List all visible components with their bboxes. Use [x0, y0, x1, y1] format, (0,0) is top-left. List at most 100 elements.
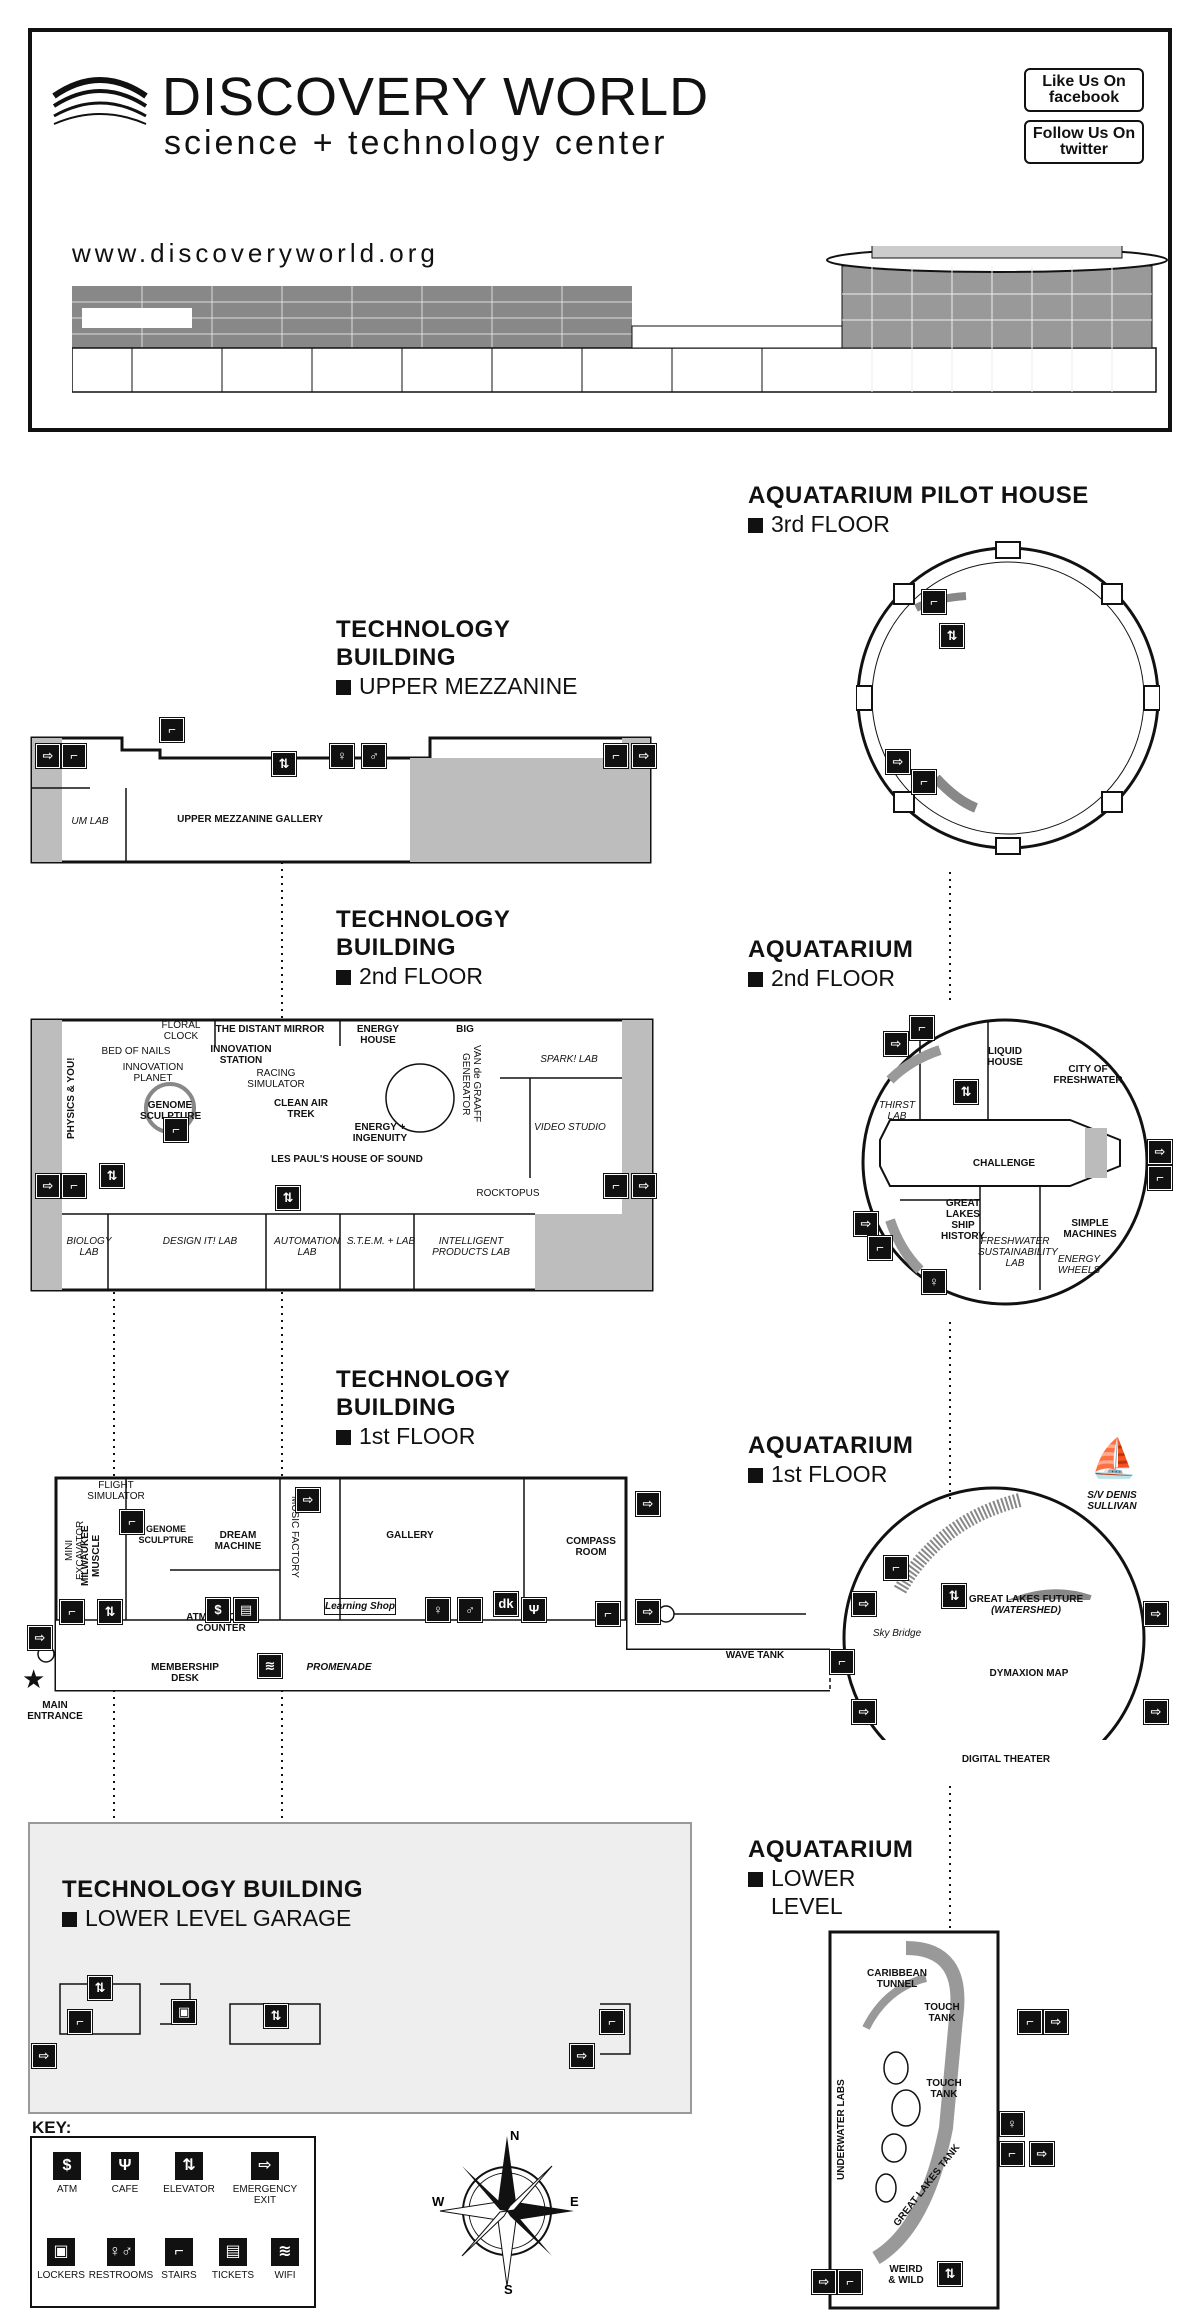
- van-de-graaff-label: VAN de GRAAFF GENERATOR: [460, 1045, 482, 1123]
- tech-1st-heading: TECHNOLOGY BUILDING 1st FLOOR: [336, 1366, 511, 1449]
- compass-room-label: COMPASS ROOM: [566, 1536, 616, 1558]
- stairs-icon: ⌐: [868, 1236, 892, 1260]
- tech-upper-heading: TECHNOLOGY BUILDING UPPER MEZZANINE: [336, 616, 578, 699]
- sky-bridge-label: Sky Bridge: [872, 1628, 922, 1639]
- restroom-icon: ♂: [362, 744, 386, 768]
- learning-shop-label: Learning Shop: [324, 1598, 396, 1615]
- exit-icon: ⇨: [852, 1592, 876, 1616]
- garage-panel: TECHNOLOGY BUILDING LOWER LEVEL GARAGE ⇅…: [28, 1822, 692, 2114]
- stairs-icon: ⌐: [164, 1118, 188, 1142]
- cafe-icon: Ψ: [111, 2152, 139, 2180]
- compass-s: S: [504, 2282, 513, 2296]
- stairs-icon: ⌐: [604, 744, 628, 768]
- stairs-icon: ⌐: [165, 2238, 193, 2266]
- stairs-icon: ⌐: [120, 1510, 144, 1534]
- stairs-icon: ⌐: [60, 1600, 84, 1624]
- stairs-icon: ⌐: [910, 1016, 934, 1040]
- facebook-link[interactable]: Like Us On facebook: [1024, 68, 1144, 112]
- physics-label: PHYSICS & YOU!: [66, 1057, 77, 1139]
- aq-lower-heading: AQUATARIUM LOWER LEVEL: [748, 1836, 914, 1919]
- key-item-exit: ⇨EMERGENCY EXIT: [228, 2152, 302, 2206]
- exit-icon: ⇨: [886, 750, 910, 774]
- tickets-icon: ▤: [219, 2238, 247, 2266]
- underwater-labs-label: UNDERWATER LABS: [836, 2079, 847, 2181]
- les-paul-label: LES PAUL'S HOUSE OF SOUND: [271, 1154, 423, 1165]
- video-studio-label: VIDEO STUDIO: [534, 1122, 606, 1133]
- tech-2nd-floor-plan: [30, 1018, 654, 1292]
- main-entrance-star-icon: ★: [22, 1664, 46, 1694]
- aq1-seating: [893, 1493, 1092, 1600]
- website-link[interactable]: www.discoveryworld.org: [72, 238, 439, 268]
- exit-icon: ⇨: [1044, 2010, 1068, 2034]
- elevator-icon: ⇅: [100, 1164, 124, 1188]
- atm-icon: $: [53, 2152, 81, 2180]
- exit-icon: ⇨: [854, 1212, 878, 1236]
- aq-2nd-floor-plan: [861, 1018, 1149, 1306]
- promenade-label: PROMENADE: [306, 1662, 372, 1673]
- design-it-lab-label: DESIGN IT! LAB: [162, 1236, 238, 1247]
- stairs-icon: ⌐: [912, 770, 936, 794]
- music-factory-label: MUSIC FACTORY: [289, 1496, 300, 1578]
- energy-wheels-label: ENERGY WHEELS: [1057, 1254, 1101, 1276]
- elevator-icon: ⇅: [264, 2004, 288, 2028]
- racing-simulator-label: RACING SIMULATOR: [247, 1068, 305, 1090]
- gallery-label: GALLERY: [386, 1530, 434, 1541]
- ship-history-label: GREAT LAKES SHIP HISTORY: [941, 1198, 985, 1242]
- restroom-icon: ♀♂: [107, 2238, 135, 2266]
- stem-lab-label: S.T.E.M. + LAB: [346, 1236, 416, 1247]
- stairs-icon: ⌐: [884, 1556, 908, 1580]
- elevator-icon: ⇅: [940, 624, 964, 648]
- exit-icon: ⇨: [632, 1174, 656, 1198]
- exit-icon: ⇨: [852, 1700, 876, 1724]
- simple-machines-label: SIMPLE MACHINES: [1063, 1218, 1117, 1240]
- city-of-freshwater-label: CITY OF FRESHWATER: [1053, 1064, 1123, 1086]
- aq-1st-heading: AQUATARIUM 1st FLOOR: [748, 1432, 914, 1487]
- exit-icon: ⇨: [36, 744, 60, 768]
- floral-clock-label: FLORAL CLOCK: [161, 1020, 201, 1042]
- stairs-icon: ⌐: [600, 2010, 624, 2034]
- um-lab-label: UM LAB: [71, 816, 109, 827]
- key-title: KEY:: [32, 2118, 72, 2137]
- restroom-icon: ♀: [426, 1598, 450, 1622]
- mini-excavator-label: MINI EXCAVATOR: [64, 1520, 86, 1580]
- exit-icon: ⇨: [884, 1032, 908, 1056]
- key-item-restrooms: ♀♂RESTROOMS: [88, 2238, 154, 2281]
- wifi-icon: ≋: [258, 1654, 282, 1678]
- key-item-elevator: ⇅ELEVATOR: [162, 2152, 216, 2195]
- cafe-logo-icon: dk: [494, 1592, 518, 1616]
- exit-icon: ⇨: [636, 1600, 660, 1624]
- elevator-icon: ⇅: [272, 752, 296, 776]
- stairs-icon: ⌐: [922, 590, 946, 614]
- digital-theater-label: DIGITAL THEATER: [961, 1754, 1051, 1765]
- stairs-icon: ⌐: [62, 744, 86, 768]
- compass-rose-icon: N S E W: [432, 2128, 579, 2296]
- key-item-lockers: ▣LOCKERS: [34, 2238, 88, 2281]
- exit-icon: ⇨: [28, 1626, 52, 1650]
- elevator-icon: ⇅: [954, 1080, 978, 1104]
- exit-icon: ⇨: [1144, 1700, 1168, 1724]
- twitter-link[interactable]: Follow Us On twitter: [1024, 120, 1144, 164]
- header-panel: DISCOVERY WORLD science + technology cen…: [28, 28, 1172, 432]
- exit-icon: ⇨: [636, 1492, 660, 1516]
- brand-subtitle: science + technology center: [164, 124, 668, 162]
- clean-air-trek-label: CLEAN AIR TREK: [273, 1098, 329, 1120]
- elevator-icon: ⇅: [276, 1186, 300, 1210]
- stairs-icon: ⌐: [1148, 1166, 1172, 1190]
- exit-icon: ⇨: [251, 2152, 279, 2180]
- innovation-station-label: INNOVATION STATION: [210, 1044, 272, 1066]
- weird-wild-label: WEIRD & WILD: [888, 2264, 924, 2286]
- building-illustration: [72, 246, 1168, 393]
- tech-2nd-heading: TECHNOLOGY BUILDING 2nd FLOOR: [336, 906, 511, 989]
- great-lakes-future-label: GREAT LAKES FUTURE: [968, 1594, 1084, 1605]
- exit-icon: ⇨: [36, 1174, 60, 1198]
- key-item-wifi: ≋WIFI: [258, 2238, 312, 2281]
- milwaukee-muscle-label: MILWAUKEE MUSCLE: [80, 1525, 102, 1587]
- key-item-stairs: ⌐STAIRS: [152, 2238, 206, 2281]
- compass-e: E: [570, 2194, 579, 2209]
- pilot-house-heading: AQUATARIUM PILOT HOUSE 3rd FLOOR: [748, 482, 1089, 537]
- wifi-icon: ≋: [271, 2238, 299, 2266]
- genome-sculpture-1st-label: GENOME SCULPTURE: [138, 1524, 194, 1545]
- flight-simulator-label: FLIGHT SIMULATOR: [87, 1480, 145, 1502]
- cafe-icon: Ψ: [522, 1598, 546, 1622]
- stairs-icon: ⌐: [838, 2270, 862, 2294]
